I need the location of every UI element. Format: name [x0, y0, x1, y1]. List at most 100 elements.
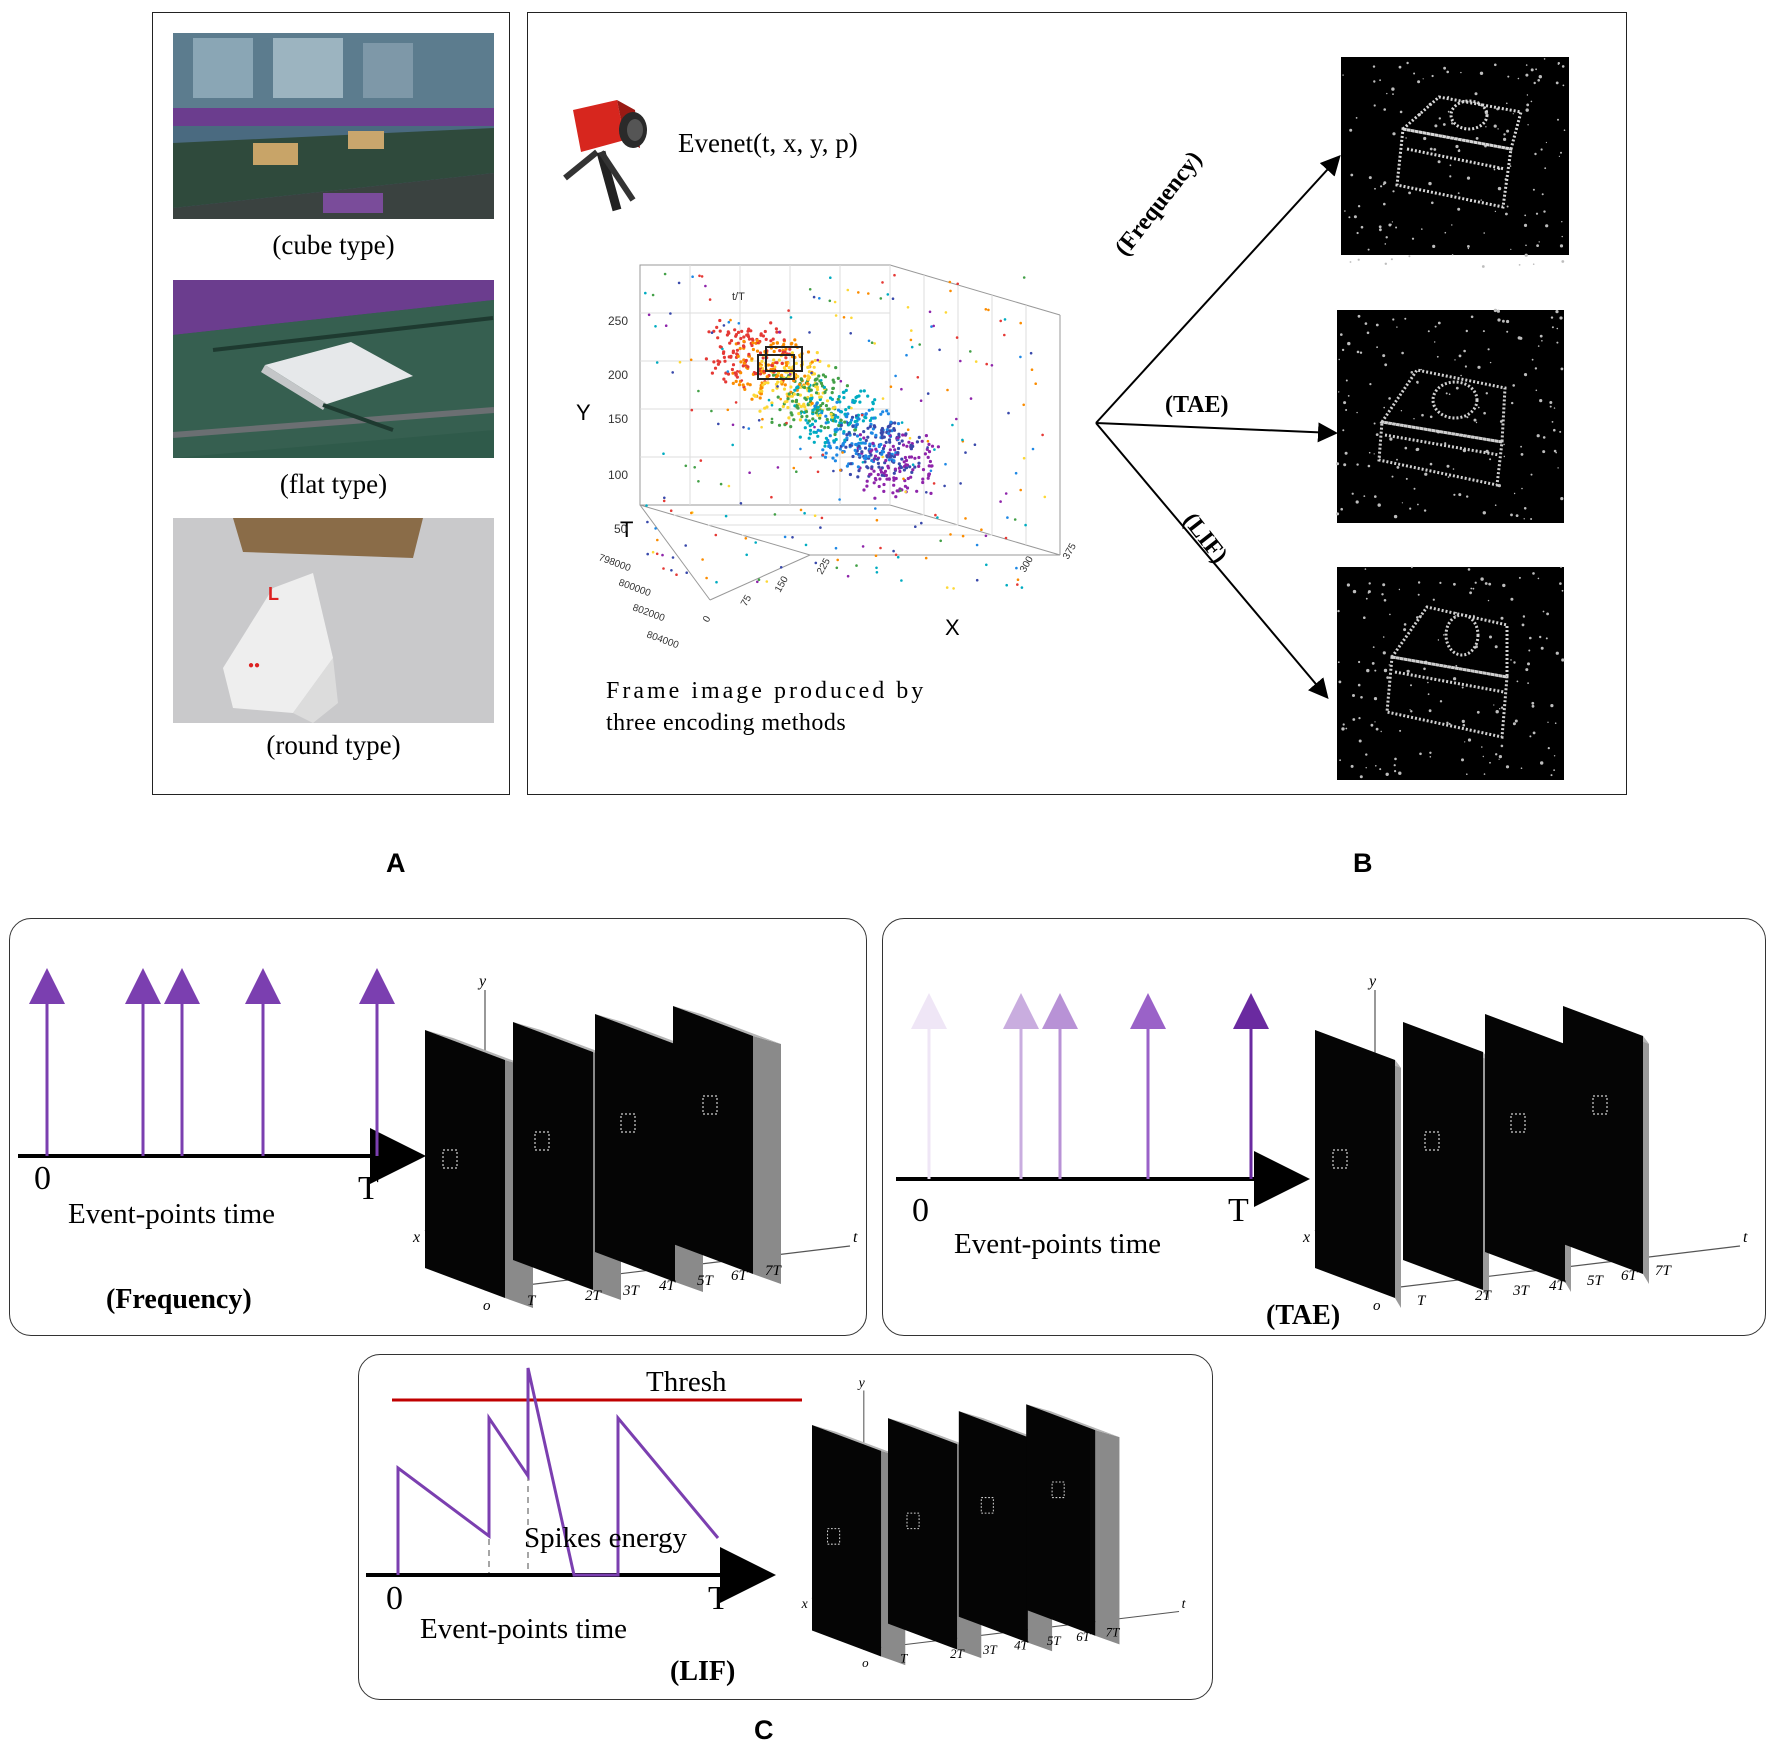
noise-speck [1394, 770, 1397, 773]
event-point [787, 366, 791, 370]
event-point [868, 442, 872, 446]
event-point [829, 412, 833, 416]
event-scatter-3d: Y T X 250 200 150 100 50 798000 800000 8… [576, 264, 1079, 651]
noise-speck [1382, 636, 1385, 638]
event-point [984, 534, 988, 538]
event-point [728, 341, 732, 345]
noise-speck [1446, 464, 1450, 468]
event-point [877, 484, 881, 489]
event-point [746, 365, 750, 369]
noise-speck [1405, 137, 1407, 139]
freq-event-points-label: Event-points time [68, 1198, 275, 1230]
noise-speck [1346, 583, 1350, 587]
noise-speck [1455, 386, 1459, 390]
event-point [780, 373, 784, 377]
noise-speck [1484, 582, 1488, 585]
noise-speck [1452, 468, 1455, 470]
noise-speck [1399, 110, 1403, 114]
noise-speck [1349, 128, 1353, 132]
noise-speck [1357, 683, 1361, 687]
frame-slab-front [1026, 1404, 1096, 1636]
noise-speck [1553, 428, 1556, 432]
noise-speck [1510, 659, 1512, 661]
noise-speck [1561, 65, 1565, 68]
event-point [737, 322, 741, 325]
event-point [651, 293, 655, 297]
event-point [814, 430, 818, 434]
event-point [779, 380, 783, 384]
noise-speck [1338, 680, 1342, 684]
noise-speck [1374, 187, 1376, 190]
lif-T-label: T [708, 1580, 729, 1617]
svg-text:●●: ●● [248, 660, 260, 671]
event-point [758, 351, 763, 355]
noise-speck [1542, 450, 1546, 454]
event-point [835, 446, 839, 450]
event-point [704, 357, 708, 361]
event-point [835, 400, 839, 404]
event-point [889, 420, 893, 424]
event-point [888, 440, 892, 444]
stack-axis-y: y [857, 1375, 866, 1390]
event-point [757, 419, 761, 422]
event-point [723, 359, 727, 363]
noise-speck [1560, 367, 1564, 371]
noise-speck [1520, 453, 1524, 456]
noise-speck [1555, 310, 1559, 314]
event-point [798, 418, 802, 422]
event-point [830, 397, 834, 401]
noise-speck [1357, 205, 1361, 208]
event-point [787, 416, 791, 420]
event-point [834, 437, 838, 442]
event-point [839, 423, 843, 427]
event-point [847, 431, 851, 435]
event-point [932, 482, 936, 485]
event-point [821, 453, 825, 457]
event-point [684, 544, 687, 547]
noise-speck [1398, 65, 1402, 69]
event-point [856, 413, 860, 417]
noise-speck [1345, 727, 1348, 730]
event-point [886, 293, 890, 296]
event-point [746, 382, 750, 386]
event-point [1019, 488, 1022, 492]
event-point [914, 525, 917, 528]
event-point [786, 405, 790, 410]
noise-speck [1494, 63, 1497, 67]
event-point [902, 477, 905, 481]
noise-speck [1561, 221, 1563, 223]
event-point [789, 411, 793, 415]
event-point [812, 365, 816, 369]
event-point [749, 329, 753, 333]
event-point [929, 491, 933, 495]
event-point [830, 391, 834, 395]
noise-speck [1339, 759, 1341, 762]
event-point [969, 350, 972, 353]
event-point [919, 399, 923, 402]
event-point [834, 419, 838, 423]
noise-speck [1437, 160, 1441, 164]
event-point [969, 397, 973, 400]
noise-speck [1561, 589, 1564, 592]
event-point [802, 385, 807, 390]
noise-speck [1453, 582, 1456, 586]
event-point [773, 513, 777, 516]
noise-speck [1358, 660, 1361, 664]
event-point [867, 292, 870, 295]
noise-speck [1375, 433, 1379, 436]
noise-speck [1473, 418, 1477, 422]
event-point [731, 443, 734, 447]
event-point [1022, 276, 1026, 279]
noise-speck [1373, 697, 1378, 701]
event-point [721, 347, 724, 351]
noise-speck [1534, 367, 1538, 370]
event-point [809, 393, 813, 397]
event-point [808, 432, 812, 436]
event-point [884, 440, 888, 444]
noise-speck [1541, 193, 1544, 196]
event-point [879, 546, 882, 550]
noise-speck [1374, 669, 1377, 672]
noise-speck [1371, 662, 1375, 665]
event-point [839, 379, 843, 383]
event-point [842, 396, 846, 400]
